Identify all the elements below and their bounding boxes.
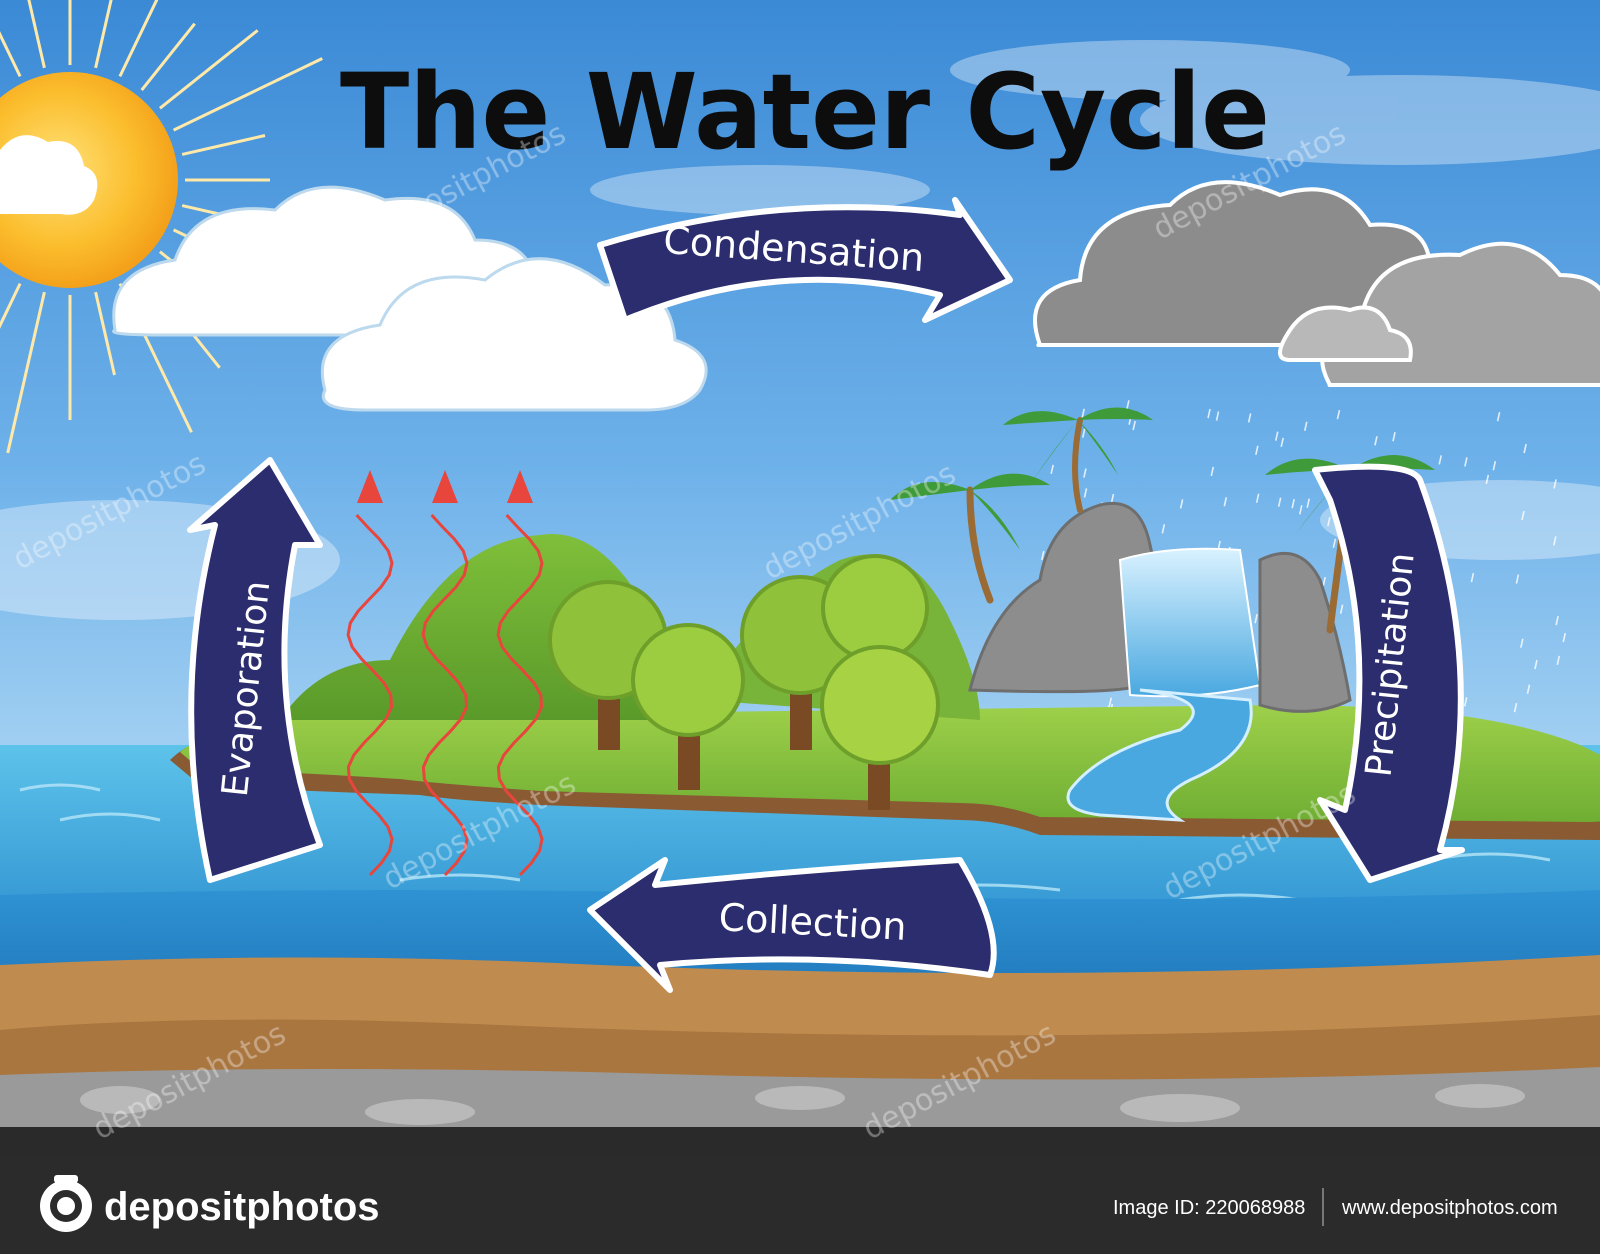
- white-cloud: [112, 185, 708, 412]
- condensation-arrow: Condensation: [597, 197, 1013, 323]
- collection-label: Collection: [718, 895, 908, 949]
- footer-image-id: Image ID: 220068988: [1113, 1197, 1305, 1219]
- collection-arrow: Collection: [587, 857, 997, 993]
- footer-website: www.depositphotos.com: [1341, 1197, 1558, 1219]
- rock-pebbles: [80, 1084, 1525, 1125]
- sea-waves: [19, 783, 1551, 902]
- precipitation-arrow: Precipitation: [1312, 463, 1465, 883]
- diagram-title: The Water Cycle: [340, 51, 1270, 173]
- rain-cloud: [1033, 180, 1600, 387]
- evaporation-arrow: Evaporation: [187, 457, 323, 883]
- footer-brand: depositphotos: [104, 1185, 380, 1229]
- waterfall: [1118, 547, 1262, 698]
- rock-right: [1258, 551, 1352, 713]
- trees: [548, 554, 940, 810]
- heat-arrows: [346, 470, 544, 877]
- camera-icon: [40, 1175, 92, 1232]
- river: [1066, 688, 1253, 822]
- rock-left: [968, 501, 1160, 694]
- footer-bar: [0, 1158, 1600, 1254]
